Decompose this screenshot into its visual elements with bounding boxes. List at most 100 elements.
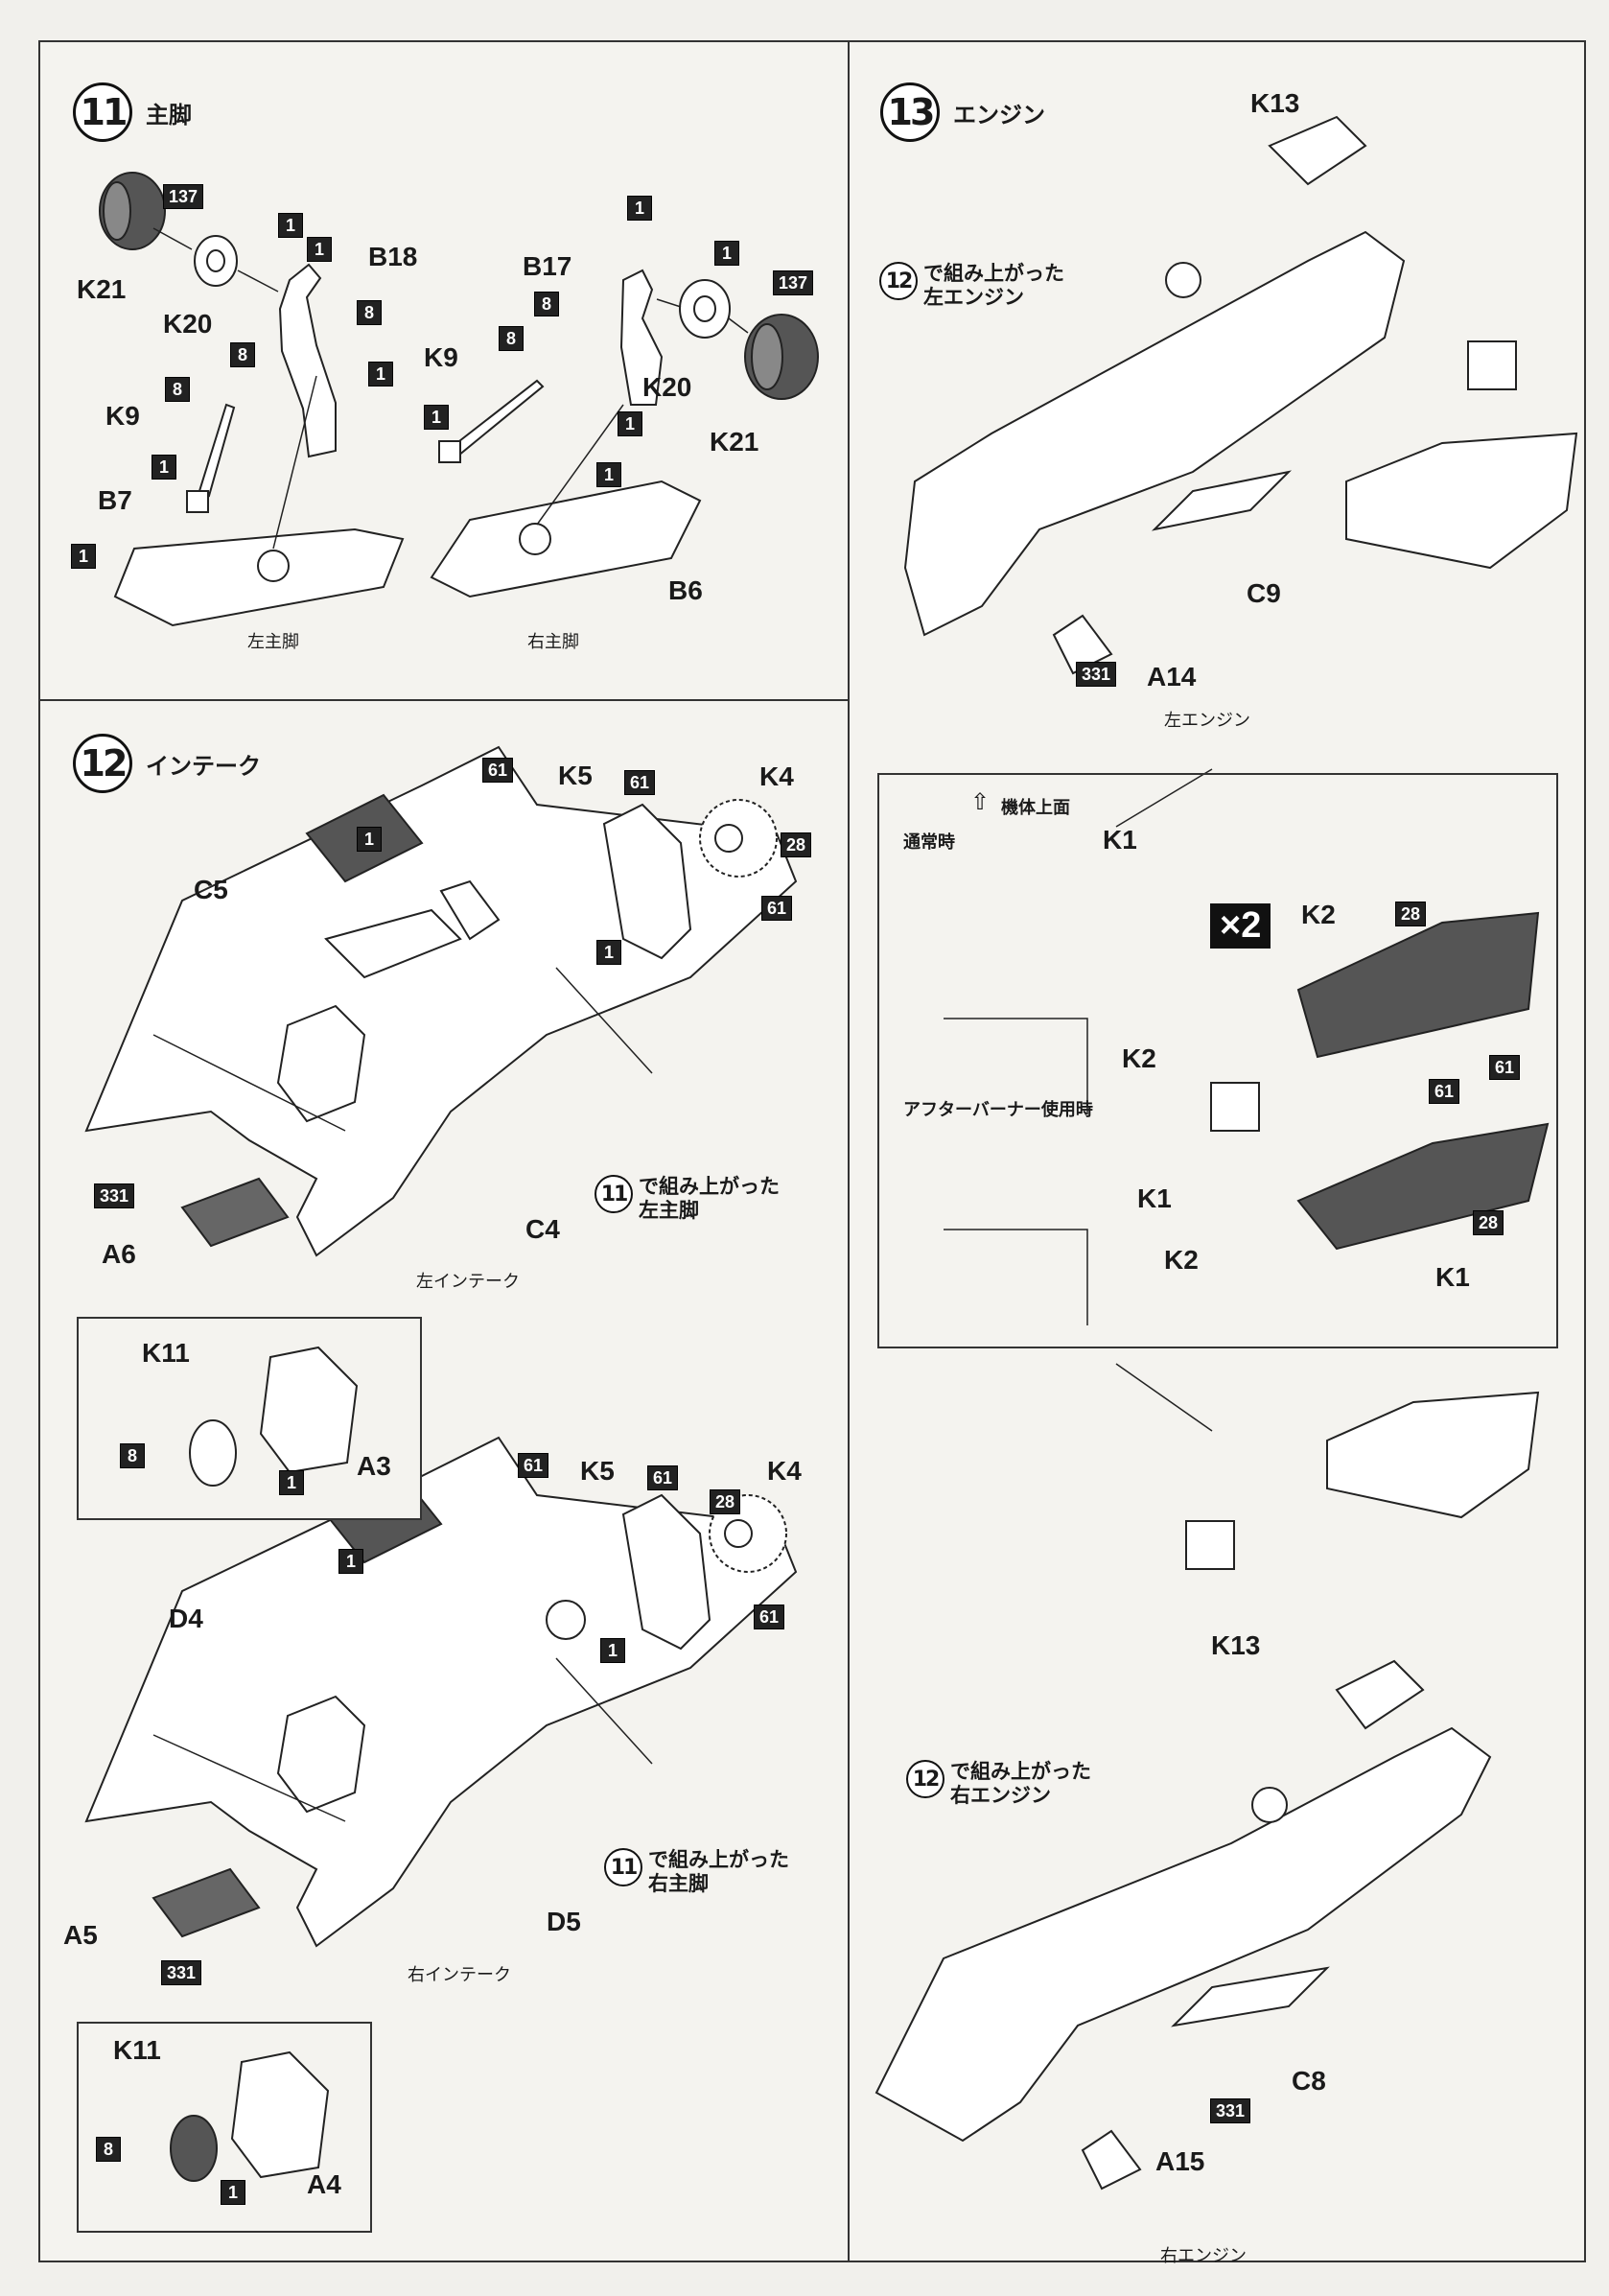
ref-step-number: 12 [906,1760,944,1798]
paint-code-badge: 1 [357,827,382,852]
part-label: A6 [102,1239,136,1269]
part-label: K11 [113,2035,161,2065]
part-label: K13 [1211,1630,1261,1660]
step12-title: インテーク [146,752,261,780]
paint-code-badge: 137 [773,270,814,295]
paint-code-badge: 8 [96,2137,121,2162]
paint-code-badge: 8 [499,326,524,351]
part-label: C9 [1247,578,1281,608]
paint-code-badge: 1 [307,237,332,262]
paint-code-badge: 8 [534,292,559,316]
part-label: A15 [1155,2146,1205,2176]
part-label: K21 [710,427,759,457]
part-label: K20 [642,372,692,402]
part-label: K11 [142,1338,190,1368]
part-label: B18 [368,242,418,271]
ref-step-number: 11 [604,1848,642,1886]
part-label: A5 [63,1920,98,1950]
paint-code-badge: 61 [761,896,793,921]
paint-code-badge: 331 [161,1960,202,1985]
caption-right-intake: 右インテーク [408,1965,511,1985]
inset-up-label: 機体上面 [1001,798,1070,818]
part-label: K4 [767,1456,802,1486]
paint-code-badge: 28 [1473,1210,1504,1235]
inset-nozzle-detail [877,773,1558,1348]
part-label: D5 [547,1907,581,1936]
step12-drawing [84,745,798,1948]
inset-a3-detail [77,1317,422,1520]
step11-number: 11 [73,82,132,142]
part-label: C8 [1292,2066,1326,2096]
part-label: K1 [1137,1183,1172,1213]
caption-left-main-gear: 左主脚 [247,632,299,652]
up-arrow-icon: ⇧ [970,788,991,815]
ref-step-text: で組み上がった 左主脚 [639,1175,780,1222]
paint-code-badge: 1 [152,455,176,480]
step11-header: 11 主脚 [73,82,192,142]
part-label: K2 [1301,900,1336,929]
part-label: C5 [194,875,228,904]
paint-code-badge: 28 [781,832,812,857]
part-label: K1 [1435,1262,1470,1292]
paint-code-badge: 61 [518,1453,549,1478]
no-glue-icon [1185,1520,1235,1570]
step11-title: 主脚 [146,101,192,129]
paint-code-badge: 61 [482,758,514,783]
paint-code-badge: 61 [754,1605,785,1629]
ref-step-number: 11 [595,1175,633,1213]
paint-code-badge: 1 [279,1470,304,1495]
times-two-badge: ×2 [1210,903,1271,949]
part-label: K20 [163,309,213,339]
paint-code-badge: 8 [165,377,190,402]
caption-left-intake: 左インテーク [416,1272,520,1292]
paint-code-badge: 331 [1076,662,1117,687]
part-label: A3 [357,1451,391,1481]
ref-step11-right-gear: 11 で組み上がった 右主脚 [604,1848,789,1896]
part-label: K5 [580,1456,615,1486]
paint-code-badge: 1 [596,940,621,965]
paint-code-badge: 61 [1429,1079,1460,1104]
caption-right-engine: 右エンジン [1160,2246,1247,2266]
paint-code-badge: 61 [624,770,656,795]
step13-number: 13 [880,82,940,142]
ref-step12-right-engine: 12 で組み上がった 右エンジン [906,1760,1091,1808]
no-glue-icon [1467,340,1517,390]
ref-step11-left-gear: 11 で組み上がった 左主脚 [595,1175,780,1223]
step13-drawing [874,115,1578,2191]
paint-code-badge: 61 [1489,1055,1521,1080]
ref-step12-left-engine: 12 で組み上がった 左エンジン [879,262,1064,310]
paint-code-badge: 8 [120,1443,145,1468]
part-label: B7 [98,485,132,515]
paint-code-badge: 1 [596,462,621,487]
part-label: K4 [759,761,794,791]
part-label: K13 [1250,88,1300,118]
part-label: K2 [1164,1245,1199,1275]
step12-header: 12 インテーク [73,734,261,793]
ref-step-number: 12 [879,262,918,300]
paint-code-badge: 1 [627,196,652,221]
part-label: B17 [523,251,572,281]
part-label: C4 [525,1214,560,1244]
part-label: K5 [558,761,593,790]
paint-code-badge: 8 [230,342,255,367]
ref-step-text: で組み上がった 右主脚 [648,1848,789,1895]
paint-code-badge: 1 [71,544,96,569]
inset-normal-label: 通常時 [903,832,955,853]
caption-right-main-gear: 右主脚 [527,632,579,652]
ref-step-text: で組み上がった 右エンジン [950,1760,1091,1807]
step11-drawing [99,172,819,627]
part-label: D4 [169,1604,203,1633]
part-label: A4 [307,2169,341,2199]
paint-code-badge: 331 [94,1183,135,1208]
no-glue-icon [1210,1082,1260,1132]
paint-code-badge: 8 [357,300,382,325]
paint-code-badge: 1 [368,362,393,387]
paint-code-badge: 28 [710,1489,741,1514]
paint-code-badge: 137 [163,184,204,209]
step13-header: 13 エンジン [880,82,1045,142]
part-label: K21 [77,274,127,304]
paint-code-badge: 1 [221,2180,245,2205]
paint-code-badge: 1 [714,241,739,266]
paint-code-badge: 1 [278,213,303,238]
part-label: K9 [424,342,458,372]
